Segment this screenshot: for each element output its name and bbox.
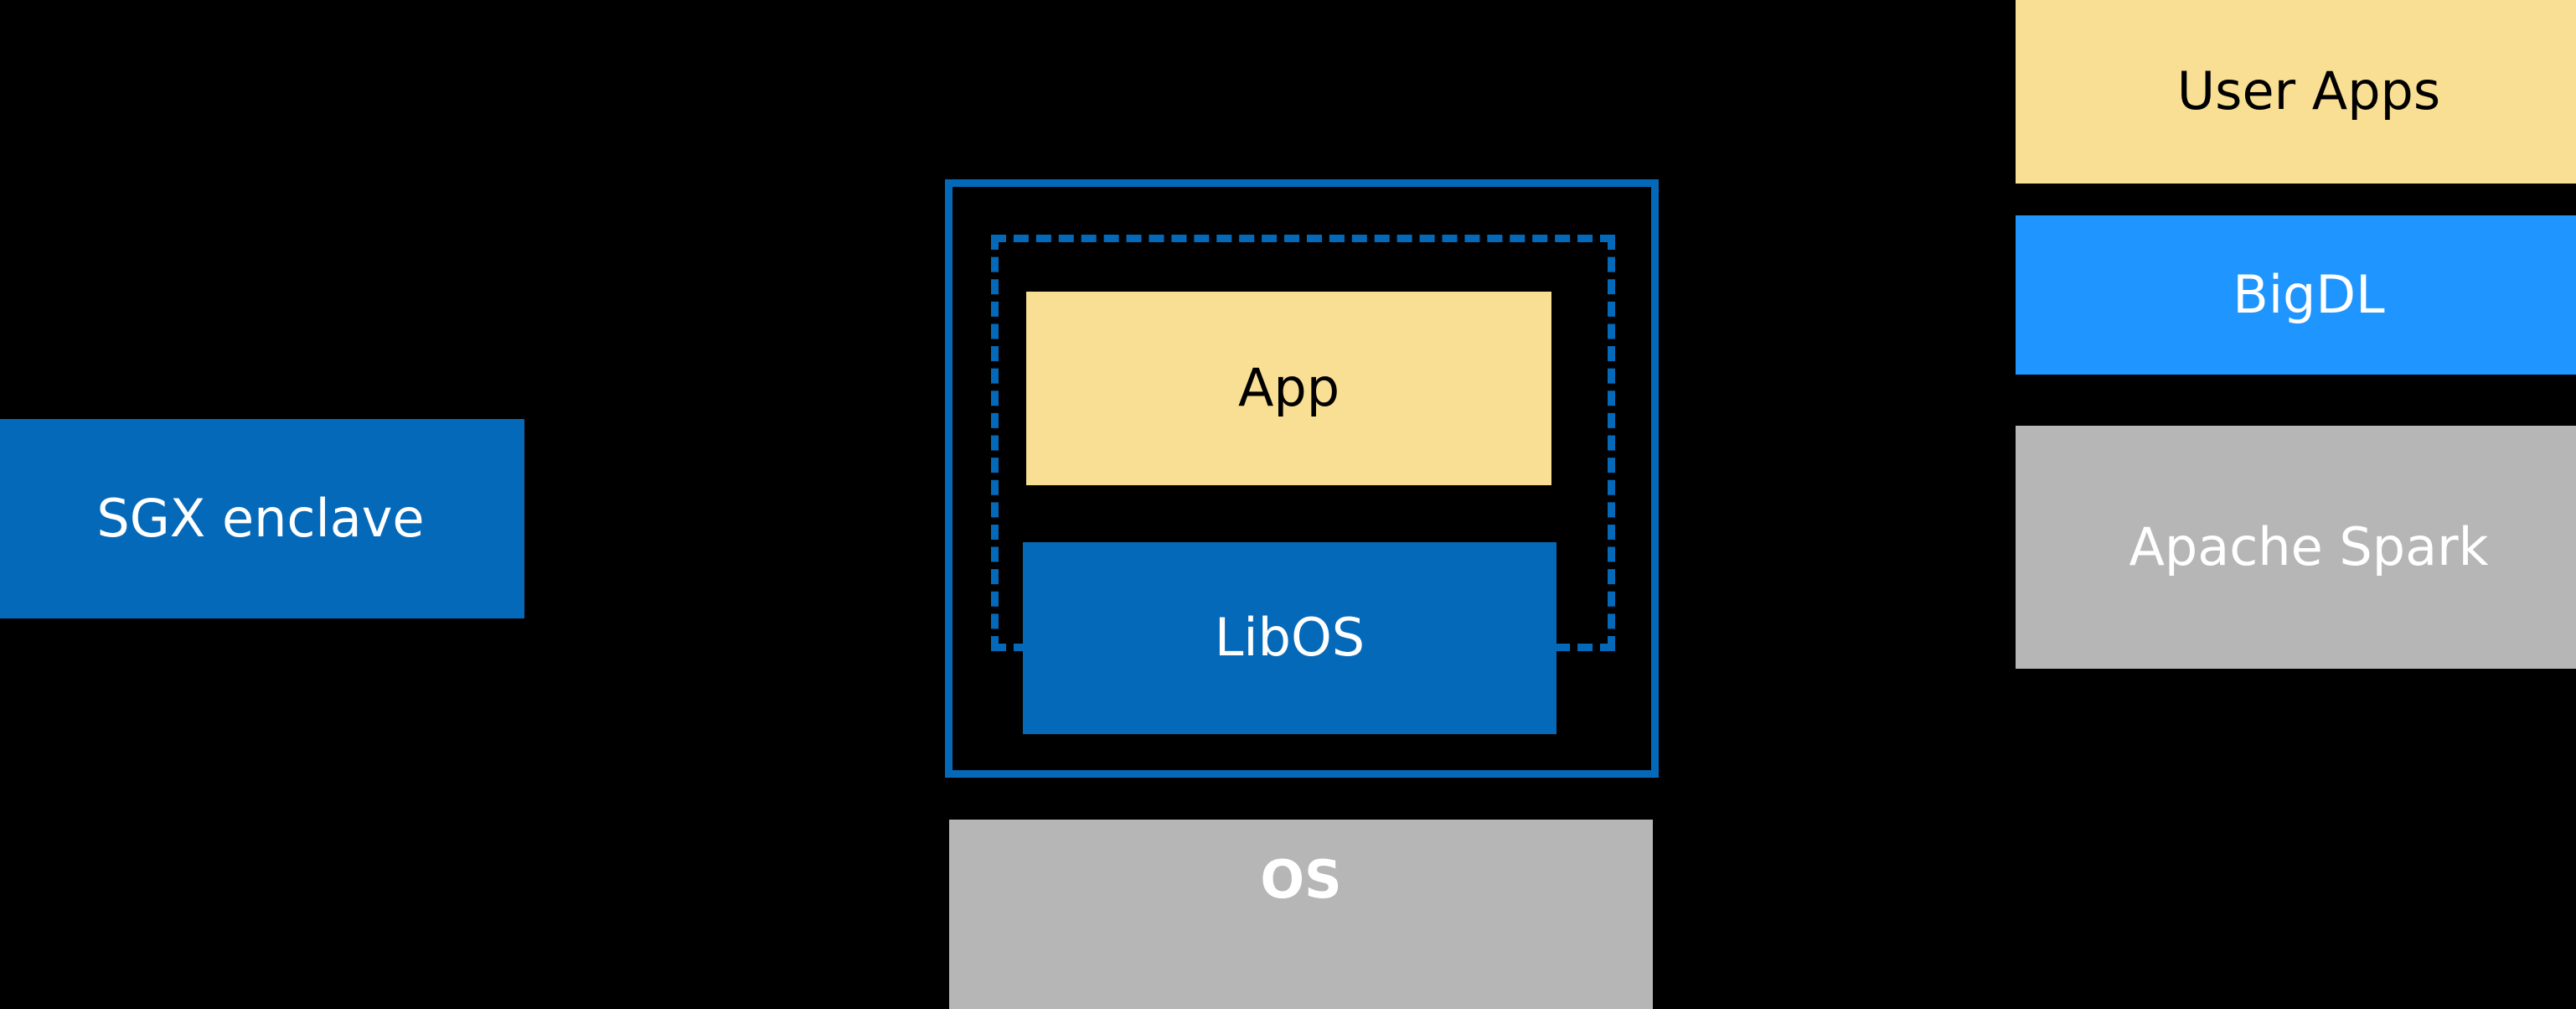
os-label: OS xyxy=(1260,849,1342,910)
user-apps-node: User Apps xyxy=(2016,0,2576,184)
apache-spark-node: Apache Spark xyxy=(2016,426,2576,669)
apache-spark-label: Apache Spark xyxy=(2129,515,2489,577)
connector-sgx-enclave-to-enclave-frame xyxy=(513,473,946,527)
enclave-outer-frame xyxy=(945,179,1659,778)
libos-label: LibOS xyxy=(1214,607,1365,669)
libos-node: LibOS xyxy=(1023,542,1556,734)
bigdl-label: BigDL xyxy=(2233,263,2385,325)
bigdl-node: BigDL xyxy=(2016,215,2576,375)
app-node: App xyxy=(1026,292,1551,485)
os-node: OS xyxy=(949,820,1653,1009)
sgx-enclave-label: SGX enclave xyxy=(96,487,425,549)
user-apps-label: User Apps xyxy=(2176,60,2441,122)
app-label: App xyxy=(1237,357,1340,419)
sgx-enclave-node: SGX enclave xyxy=(0,419,524,618)
